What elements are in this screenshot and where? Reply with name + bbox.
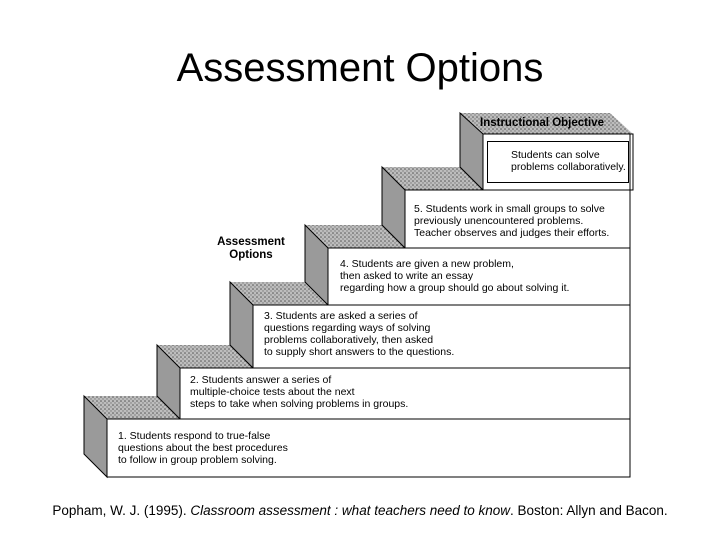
step-line: then asked to write an essay	[340, 270, 474, 282]
step-3-text: 3. Students are asked a series of questi…	[264, 310, 454, 358]
options-label-line: Assessment	[217, 236, 285, 248]
step-line: regarding how a group should go about so…	[340, 282, 570, 294]
objective-line: problems collaboratively.	[511, 161, 626, 173]
objective-riser	[482, 133, 634, 191]
objective-line: Students can solve	[511, 149, 600, 161]
step-line: Teacher observes and judges their effort…	[414, 227, 610, 239]
step-line: steps to take when solving problems in g…	[190, 398, 409, 410]
step-line: previously unencountered problems.	[414, 215, 584, 227]
step-1-riser	[106, 418, 631, 478]
step-line: 1. Students respond to true-false	[118, 430, 271, 442]
step-1-text: 1. Students respond to true-false questi…	[118, 430, 288, 466]
step-4-riser	[327, 247, 631, 306]
step-2-tread	[157, 345, 253, 368]
citation: Popham, W. J. (1995). Classroom assessme…	[0, 503, 720, 518]
step-2-text: 2. Students answer a series of multiple-…	[190, 374, 408, 410]
citation-publisher: . Boston: Allyn and Bacon.	[510, 503, 668, 518]
citation-author: Popham, W. J. (1995).	[52, 503, 191, 518]
instructional-objective-box: Students can solve problems collaborativ…	[487, 141, 629, 183]
top-landing	[460, 113, 633, 134]
step-line: questions regarding ways of solving	[264, 322, 431, 334]
step-line: multiple-choice tests about the next	[190, 386, 355, 398]
step-line: to follow in group problem solving.	[118, 454, 277, 466]
assessment-options-label: Assessment Options	[212, 236, 290, 262]
step-3-riser	[252, 304, 631, 369]
step-line: 5. Students work in small groups to solv…	[414, 203, 605, 215]
step-4-tread	[305, 225, 405, 248]
step-5-riser	[404, 189, 631, 249]
step-5-tread	[382, 167, 483, 190]
instructional-objective-heading: Instructional Objective	[480, 117, 604, 129]
step-1-tread	[84, 396, 180, 419]
step-line: 2. Students answer a series of	[190, 374, 332, 386]
step-3-tread	[230, 282, 328, 305]
step-line: problems collaboratively, then asked	[264, 334, 434, 346]
step-2-riser	[179, 367, 631, 420]
step-line: questions about the best procedures	[118, 442, 288, 454]
step-5-text: 5. Students work in small groups to solv…	[414, 203, 609, 239]
step-line: 3. Students are asked a series of	[264, 310, 418, 322]
step-line: 4. Students are given a new problem,	[340, 258, 514, 270]
step-4-text: 4. Students are given a new problem, the…	[340, 258, 569, 294]
options-label-line: Options	[229, 249, 273, 261]
step-line: to supply short answers to the questions…	[264, 346, 455, 358]
citation-work: Classroom assessment : what teachers nee…	[190, 503, 511, 518]
slide-title: Assessment Options	[176, 46, 544, 90]
